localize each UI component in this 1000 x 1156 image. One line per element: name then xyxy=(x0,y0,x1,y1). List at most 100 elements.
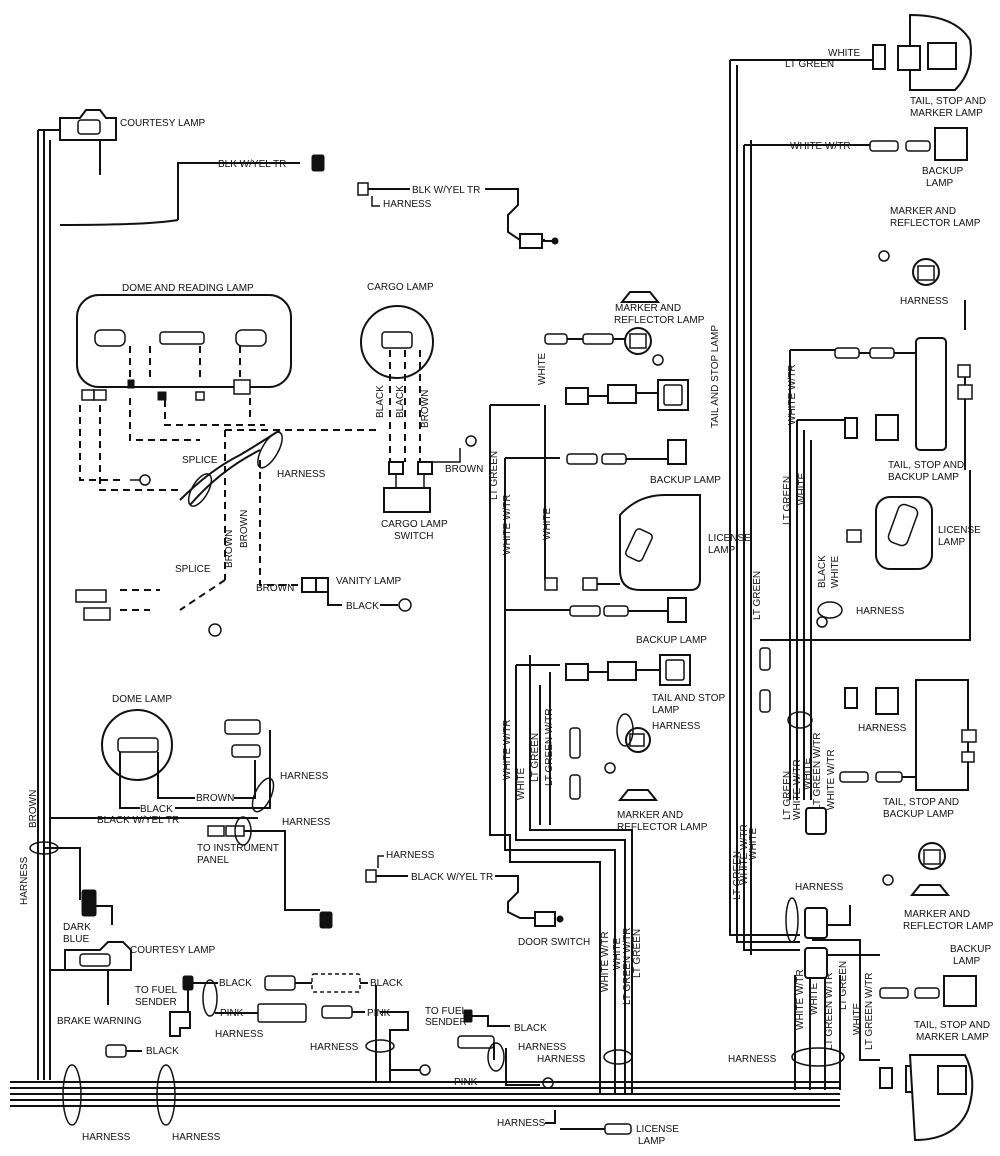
license-lamp-right-label-1: LICENSE xyxy=(938,525,981,536)
license-lamp-middle-label-2: LAMP xyxy=(708,545,736,556)
fuel-harness-label-2: HARNESS xyxy=(310,1042,359,1053)
middle-ltgreen-label-1: LT GREEN xyxy=(489,451,500,500)
cargo-lamp-switch-label-2: SWITCH xyxy=(394,531,433,542)
middle-whitewtr-label-1: WHITE W/TR xyxy=(502,494,513,555)
backup-lamp-bottom-right-label-1: BACKUP xyxy=(950,944,991,955)
door-switch-harness-label: HARNESS xyxy=(386,850,435,861)
right-main-harness: HARNESS LT GREEN WHITE LT GREEN WHITE W/… xyxy=(728,48,971,1090)
tail-stop-backup-lamp-upper: TAIL, STOP AND BACKUP LAMP xyxy=(834,337,964,483)
right-ltgreenwtr-label-3: LT GREEN W/TR xyxy=(864,973,875,1050)
right-white-label-4: WHITE xyxy=(809,982,820,1015)
cargo-switch-brown-label: BROWN xyxy=(445,464,483,475)
marker-reflector-label-1a: MARKER AND xyxy=(615,303,681,314)
interior-dashed-harness: SPLICE HARNESS BROWN BROWN SPLICE BROWN xyxy=(79,389,380,611)
black-wyel-tr-label: BLACK W/YEL TR xyxy=(97,815,179,826)
dome-reading-lamp-label: DOME AND READING LAMP xyxy=(122,283,254,294)
backup-lamp-right-top-label-1: BACKUP xyxy=(922,166,963,177)
cargo-black-label-2: BLACK xyxy=(395,385,406,418)
tsm-lamp-top-label-1: TAIL, STOP AND xyxy=(910,96,986,107)
middle-whitewtr-label-3: WHITE W/TR xyxy=(600,931,611,992)
cargo-lamp: CARGO LAMP BLACK BLACK BROWN xyxy=(360,282,434,462)
marker-reflector-label-2a: MARKER AND xyxy=(617,810,683,821)
to-instrument-panel-label-2: PANEL xyxy=(197,855,229,866)
tsb-lamp-upper-label-2: BACKUP LAMP xyxy=(888,472,959,483)
dome-and-reading-lamp: DOME AND READING LAMP xyxy=(76,283,292,401)
vanity-brown-label: BROWN xyxy=(256,583,294,594)
dome-lamp: DOME LAMP BLACK BROWN HARNESS BLACK W/YE… xyxy=(97,694,329,826)
right-ltgreen-label-3: LT GREEN xyxy=(732,851,743,900)
courtesy-lamp-bottom-label: COURTESY LAMP xyxy=(130,945,216,956)
marker-reflector-right-label-2: REFLECTOR LAMP xyxy=(890,218,981,229)
interior-harness-label: HARNESS xyxy=(277,469,326,480)
courtesy-lamp-top: COURTESY LAMP xyxy=(59,109,206,175)
tsb-lamp-upper-label-1: TAIL, STOP AND xyxy=(888,460,964,471)
fuel-black-label-2: BLACK xyxy=(370,978,403,989)
right-ltgreen-label: LT GREEN xyxy=(752,571,763,620)
right-ltgreen-label-2: LT GREEN xyxy=(782,476,793,525)
right-whitewtr-label-2: WHITE W/TR xyxy=(739,824,750,885)
marker-reflector-lamp-middle: MARKER AND REFLECTOR LAMP xyxy=(544,291,705,366)
splice-label-2: SPLICE xyxy=(175,564,211,575)
interior-brown-label-1: BROWN xyxy=(224,530,235,568)
middle-white-label-3: WHITE xyxy=(516,767,527,800)
right-whitewtr-label-4: WHITE W/TR xyxy=(795,969,806,1030)
middle-harness-label: HARNESS xyxy=(537,1054,586,1065)
dark-blue-label-1: DARK xyxy=(63,922,91,933)
fuel-sender-area: TO FUEL SENDER BLACK PINK BLACK PINK HAR… xyxy=(105,973,478,1088)
license-right-harness-label: HARNESS xyxy=(856,606,905,617)
marker-right-harness-label: HARNESS xyxy=(900,296,949,307)
cargo-black-label-1: BLACK xyxy=(375,385,386,418)
marker-reflector-lamp-right-lower: MARKER AND REFLECTOR LAMP xyxy=(882,842,994,932)
cargo-brown-label: BROWN xyxy=(420,390,431,428)
tsm-lamp-bottom-label-1: TAIL, STOP AND xyxy=(914,1020,990,1031)
middle-whitewtr-label-2: WHITE W/TR xyxy=(502,719,513,780)
middle-rear-harness: HARNESS WHITE LT GREEN WHITE W/TR WHITE … xyxy=(489,352,643,1095)
to-fuel-sender-small-label-2: SENDER xyxy=(425,1017,467,1028)
backup-lamp-bottom-right-label-2: LAMP xyxy=(953,956,981,967)
middle-white-label-1: WHITE xyxy=(537,352,548,385)
to-fuel-sender-label-2: SENDER xyxy=(135,997,177,1008)
left-lower-components: BROWN HARNESS DARK BLUE COURTESY LAMP BR… xyxy=(19,790,216,1027)
right-connectors-cluster: HARNESS xyxy=(785,807,844,979)
license-right-black-label: BLACK xyxy=(817,555,828,588)
license-lamp-middle: LICENSE LAMP xyxy=(544,494,751,591)
right-whitewtr-label-3: WHITE W/TR xyxy=(792,759,803,820)
right-white-label-top: WHITE xyxy=(828,48,861,59)
harness-label-door-top: HARNESS xyxy=(383,199,432,210)
left-brown-label: BROWN xyxy=(28,790,39,828)
right-ltgreenwtr-label-1: LT GREEN W/TR xyxy=(812,733,823,810)
tail-stop-marker-lamp-bottom: BACKUP LAMP TAIL, STOP AND MARKER LAMP xyxy=(879,944,991,1142)
fuel-sender-harness-label: HARNESS xyxy=(518,1042,567,1053)
interior-brown-label-2: BROWN xyxy=(239,510,250,548)
bottom-harness-bundle: HARNESS HARNESS HARNESS LICENSE LAMP xyxy=(10,1064,840,1147)
door-switch-wire-label: BLACK W/YEL TR xyxy=(411,872,493,883)
marker-reflector-lamp-right: MARKER AND REFLECTOR LAMP HARNESS xyxy=(878,206,981,400)
door-switch-label: DOOR SWITCH xyxy=(518,937,590,948)
license-lamp-right: LICENSE LAMP BLACK WHITE HARNESS xyxy=(816,496,981,628)
tail-stop-lamp-label-1: TAIL AND STOP LAMP xyxy=(710,325,721,428)
cargo-lamp-switch-label-1: CARGO LAMP xyxy=(381,519,448,530)
right-ltgreen-label-4: LT GREEN xyxy=(782,771,793,820)
tsm-lamp-bottom-label-2: MARKER LAMP xyxy=(916,1032,989,1043)
right-whitewtr-label-5: WHITE W/TR xyxy=(826,749,837,810)
to-fuel-sender-small-label-1: TO FUEL xyxy=(425,1006,467,1017)
fuel-sender-black-label: BLACK xyxy=(514,1023,547,1034)
tail-stop-lamp-label-2a: TAIL AND STOP xyxy=(652,693,725,704)
backup-lamp-label-1: BACKUP LAMP xyxy=(650,475,721,486)
middle-ltgreenwtr-label-2: LT GREEN W/TR xyxy=(622,928,633,1005)
dome-harness-label: HARNESS xyxy=(280,771,329,782)
fuel-pink-label: PINK xyxy=(220,1008,244,1019)
vanity-lamp-label: VANITY LAMP xyxy=(336,576,402,587)
marker-reflector-right-lower-label-2: REFLECTOR LAMP xyxy=(903,921,994,932)
blk-wyel-tr-label-2: BLK W/YEL TR xyxy=(412,185,480,196)
blk-wyel-connector-top: BLK W/YEL TR xyxy=(59,154,325,226)
dark-blue-label-2: BLUE xyxy=(63,934,89,945)
bottom-harness-label-1: HARNESS xyxy=(82,1132,131,1143)
cargo-lamp-switch: CARGO LAMP SWITCH BROWN xyxy=(381,435,483,542)
right-white-label-1: WHITE xyxy=(797,472,808,505)
fuel-pink-label-2: PINK xyxy=(367,1008,391,1019)
license-lamp-right-label-2: LAMP xyxy=(938,537,966,548)
left-harness-label: HARNESS xyxy=(19,856,30,905)
tsb-lamp-lower-label-2: BACKUP LAMP xyxy=(883,809,954,820)
